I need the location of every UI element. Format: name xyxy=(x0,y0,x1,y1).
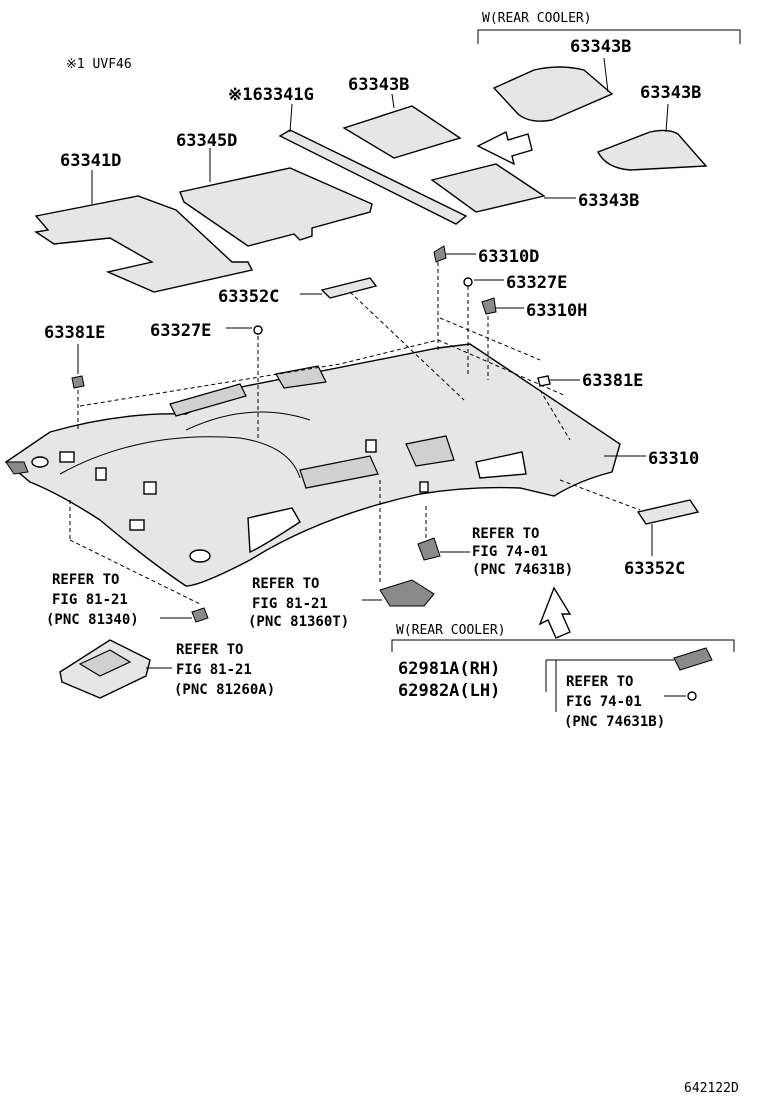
label-63310d: 63310D xyxy=(478,247,539,267)
label-63310h: 63310H xyxy=(526,301,587,321)
label-63343b-b: 63343B xyxy=(640,83,701,103)
label-63381e-a: 63381E xyxy=(44,323,105,343)
svg-text:(PNC 74631B): (PNC 74631B) xyxy=(472,562,573,578)
clip-63381e-left xyxy=(71,375,85,389)
label-63345d: 63345D xyxy=(176,131,237,151)
svg-text:REFER TO: REFER TO xyxy=(472,526,539,542)
svg-text:FIG 74-01: FIG 74-01 xyxy=(566,694,642,710)
refer-74631b-bottom: REFER TO FIG 74-01 (PNC 74631B) xyxy=(564,674,665,730)
bracket-63352c-right xyxy=(636,499,700,525)
svg-text:REFER TO: REFER TO xyxy=(566,674,633,690)
clip-63381e-right xyxy=(537,375,551,387)
label-63343b-c: 63343B xyxy=(578,191,639,211)
refer-74631b-top: REFER TO FIG 74-01 (PNC 74631B) xyxy=(472,526,573,578)
rear-cooler-label-top: W(REAR COOLER) xyxy=(482,11,592,26)
bulb-81340 xyxy=(191,607,209,623)
label-63352c-b: 63352C xyxy=(624,559,685,579)
figure-code: 642122D xyxy=(684,1081,739,1096)
label-62982a: 62982A(LH) xyxy=(398,681,500,701)
svg-text:FIG 81-21: FIG 81-21 xyxy=(252,596,328,612)
svg-text:REFER TO: REFER TO xyxy=(176,642,243,658)
svg-text:FIG 81-21: FIG 81-21 xyxy=(176,662,252,678)
headliner-63310 xyxy=(4,343,621,587)
refer-81260a: REFER TO FIG 81-21 (PNC 81260A) xyxy=(174,642,275,698)
label-63352c-a: 63352C xyxy=(218,287,279,307)
map-lamp-74631b xyxy=(417,537,441,561)
pad-63343b-mid xyxy=(430,163,546,213)
svg-text:REFER TO: REFER TO xyxy=(52,572,119,588)
rear-cooler-bracket-bottom: W(REAR COOLER) xyxy=(391,623,735,652)
bracket-63352c-top xyxy=(320,277,378,299)
svg-text:(PNC 74631B): (PNC 74631B) xyxy=(564,714,665,730)
pad-63343b-right xyxy=(597,129,708,171)
lamp-81360t xyxy=(379,579,435,607)
svg-text:FIG 81-21: FIG 81-21 xyxy=(52,592,128,608)
refer-81360t: REFER TO FIG 81-21 (PNC 81360T) xyxy=(248,576,349,630)
rear-cooler-bracket-top: W(REAR COOLER) xyxy=(477,11,741,44)
strip-63341g xyxy=(278,129,468,225)
note-uvf46: ※1 UVF46 xyxy=(66,57,132,72)
label-pad-center: 63343B xyxy=(348,75,409,95)
clip-63327e-right xyxy=(463,277,473,287)
panel-63341d xyxy=(34,195,254,293)
label-63381e-b: 63381E xyxy=(582,371,643,391)
svg-text:REFER TO: REFER TO xyxy=(252,576,319,592)
rear-cooler-label-bottom: W(REAR COOLER) xyxy=(396,623,506,638)
label-63327e-b: 63327E xyxy=(150,321,211,341)
overhead-console-81260a xyxy=(59,639,151,699)
pad-small-center xyxy=(342,105,462,159)
svg-text:(PNC 81340): (PNC 81340) xyxy=(46,612,139,628)
label-63343b-a: 63343B xyxy=(570,37,631,57)
panel-63345d xyxy=(179,167,373,247)
label-63310: 63310 xyxy=(648,449,699,469)
label-62981a: 62981A(RH) xyxy=(398,659,500,679)
label-63341d: 63341D xyxy=(60,151,121,171)
screw-icon xyxy=(687,691,697,701)
svg-text:(PNC 81260A): (PNC 81260A) xyxy=(174,682,275,698)
label-63341g: ※163341G xyxy=(228,85,314,105)
svg-text:(PNC 81360T): (PNC 81360T) xyxy=(248,614,349,630)
label-63327e-a: 63327E xyxy=(506,273,567,293)
direction-arrow-bottom xyxy=(538,586,572,639)
register-62981a xyxy=(673,647,713,671)
svg-text:FIG 74-01: FIG 74-01 xyxy=(472,544,548,560)
clip-63327e-left xyxy=(253,325,263,335)
clip-63310h xyxy=(481,297,497,315)
clip-63310d xyxy=(433,245,447,263)
refer-81340: REFER TO FIG 81-21 (PNC 81340) xyxy=(46,572,139,628)
direction-arrow-top xyxy=(476,130,533,166)
pad-63343b-top xyxy=(492,66,614,122)
